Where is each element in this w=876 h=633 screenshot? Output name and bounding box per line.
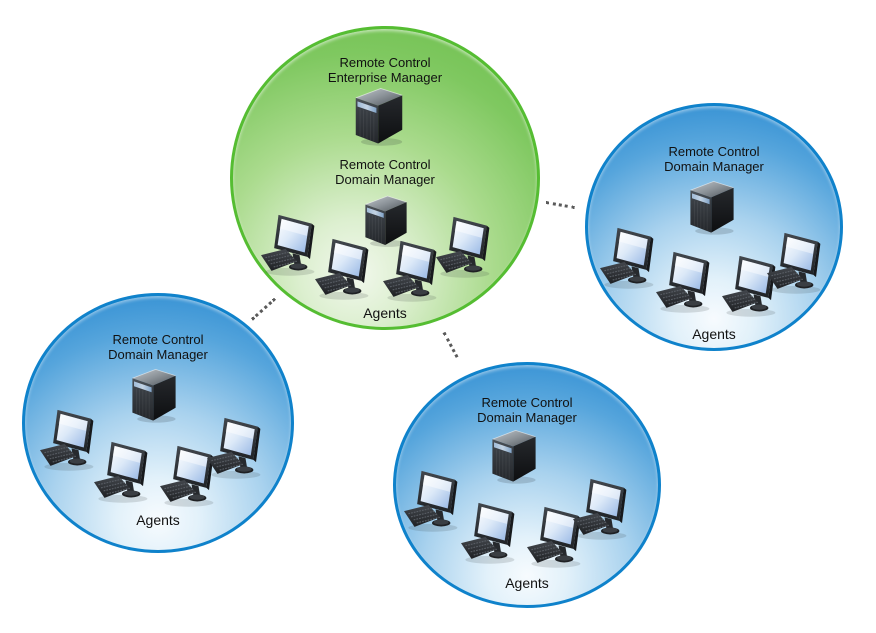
domain-manager-label: Remote Control Domain Manager: [588, 144, 840, 174]
label-line: Domain Manager: [664, 159, 764, 174]
label-line: Remote Control: [112, 332, 204, 347]
desktop-computer-icon: [656, 250, 712, 315]
server-tower-icon: [353, 85, 405, 147]
label-line: Domain Manager: [477, 410, 577, 425]
label-line: Remote Control: [668, 144, 760, 159]
domain-manager-label: Remote Control Domain Manager: [396, 395, 658, 425]
cluster-domain-left-circle: Remote Control Domain Manager Agents: [22, 293, 294, 553]
desktop-computer-icon: [315, 237, 371, 302]
label-line: Remote Control: [339, 55, 431, 70]
label-line: Remote Control: [339, 157, 431, 172]
desktop-computer-icon: [383, 239, 439, 304]
label-line: Enterprise Manager: [327, 70, 443, 85]
cluster-enterprise-circle: Remote Control Enterprise Manager Remote…: [230, 26, 540, 330]
desktop-computer-icon: [94, 440, 150, 505]
desktop-computer-icon: [461, 501, 517, 566]
connector-enterprise-bottom: [442, 331, 459, 358]
enterprise-manager-label: Remote Control Enterprise Manager: [233, 55, 537, 85]
agents-label: Agents: [363, 305, 407, 321]
connector-enterprise-right: [545, 201, 575, 210]
label-line: Remote Control: [481, 395, 573, 410]
label-line: Domain Manager: [108, 347, 208, 362]
domain-manager-label: Remote Control Domain Manager: [25, 332, 291, 362]
desktop-computer-icon: [40, 408, 96, 473]
desktop-computer-icon: [767, 231, 823, 296]
agents-label: Agents: [505, 575, 549, 591]
desktop-computer-icon: [573, 477, 629, 542]
desktop-computer-icon: [600, 226, 656, 291]
cluster-domain-bottom-circle: Remote Control Domain Manager Agents: [393, 362, 661, 608]
server-tower-icon: [130, 366, 178, 424]
server-tower-icon: [490, 427, 538, 485]
desktop-computer-icon: [261, 213, 317, 278]
cluster-domain-right-circle: Remote Control Domain Manager Agents: [585, 103, 843, 351]
desktop-computer-icon: [207, 416, 263, 481]
domain-manager-label: Remote Control Domain Manager: [233, 157, 537, 187]
agents-label: Agents: [692, 326, 736, 342]
desktop-computer-icon: [404, 469, 460, 534]
desktop-computer-icon: [436, 215, 492, 280]
server-tower-icon: [688, 178, 736, 236]
label-line: Domain Manager: [335, 172, 435, 187]
agents-label: Agents: [136, 512, 180, 528]
